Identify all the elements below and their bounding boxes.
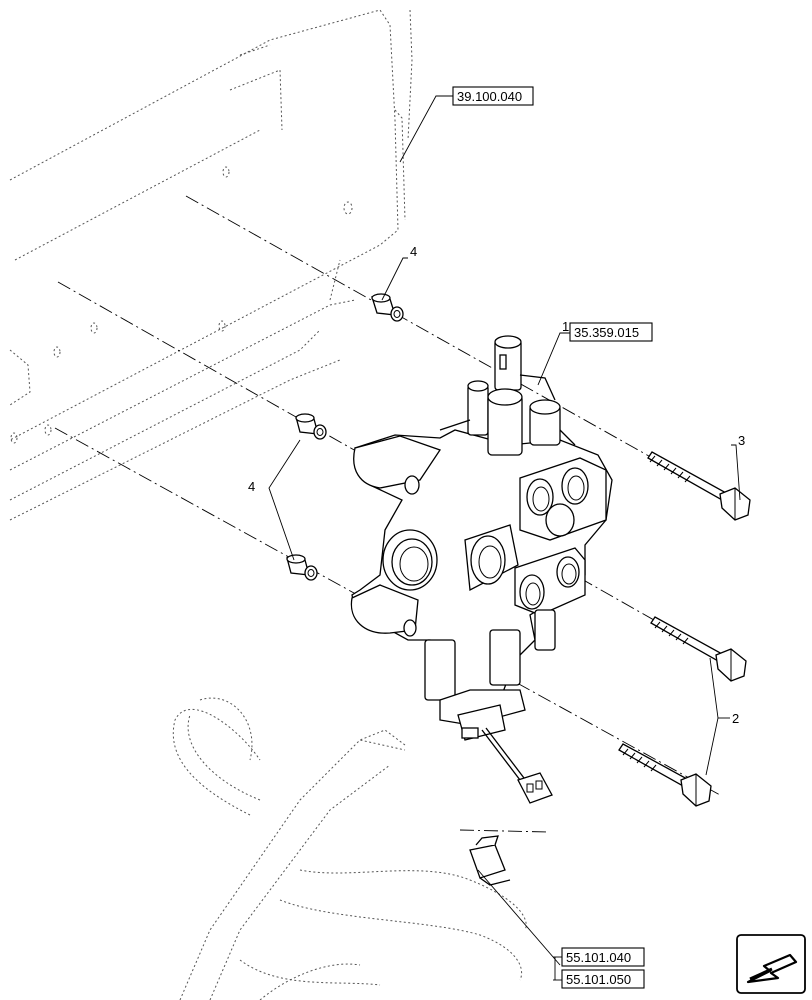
ref-harness-b-label: 55.101.050 <box>566 972 631 987</box>
callout-1: 1 <box>562 319 569 334</box>
callout-3: 3 <box>738 433 745 448</box>
frame-ghost <box>9 9 413 521</box>
harness-ghost <box>172 697 527 1000</box>
arrow-down-left-icon[interactable] <box>736 934 806 994</box>
sensor-cable <box>481 727 553 804</box>
ref-harness-a[interactable]: 55.101.040 <box>561 947 645 967</box>
ref-valve[interactable]: 35.359.015 <box>569 322 653 342</box>
ref-harness-b[interactable]: 55.101.050 <box>561 969 645 989</box>
callout-2: 2 <box>732 711 739 726</box>
spacer-top <box>371 293 404 322</box>
spacer-middle <box>295 413 327 440</box>
callout-4-pair: 4 <box>248 479 255 494</box>
ref-frame-label: 39.100.040 <box>457 89 522 104</box>
bolt-long-lower <box>618 743 712 807</box>
bolt-short <box>647 451 751 521</box>
callout-4-top: 4 <box>410 244 417 259</box>
ref-harness-a-label: 55.101.040 <box>566 950 631 965</box>
harness-plug <box>469 835 511 886</box>
bolt-long-upper <box>650 616 747 682</box>
ref-frame[interactable]: 39.100.040 <box>452 86 534 106</box>
ref-valve-label: 35.359.015 <box>574 325 639 340</box>
spacer-bottom <box>286 554 318 581</box>
leader-lines <box>268 95 741 981</box>
control-valve <box>350 335 613 741</box>
